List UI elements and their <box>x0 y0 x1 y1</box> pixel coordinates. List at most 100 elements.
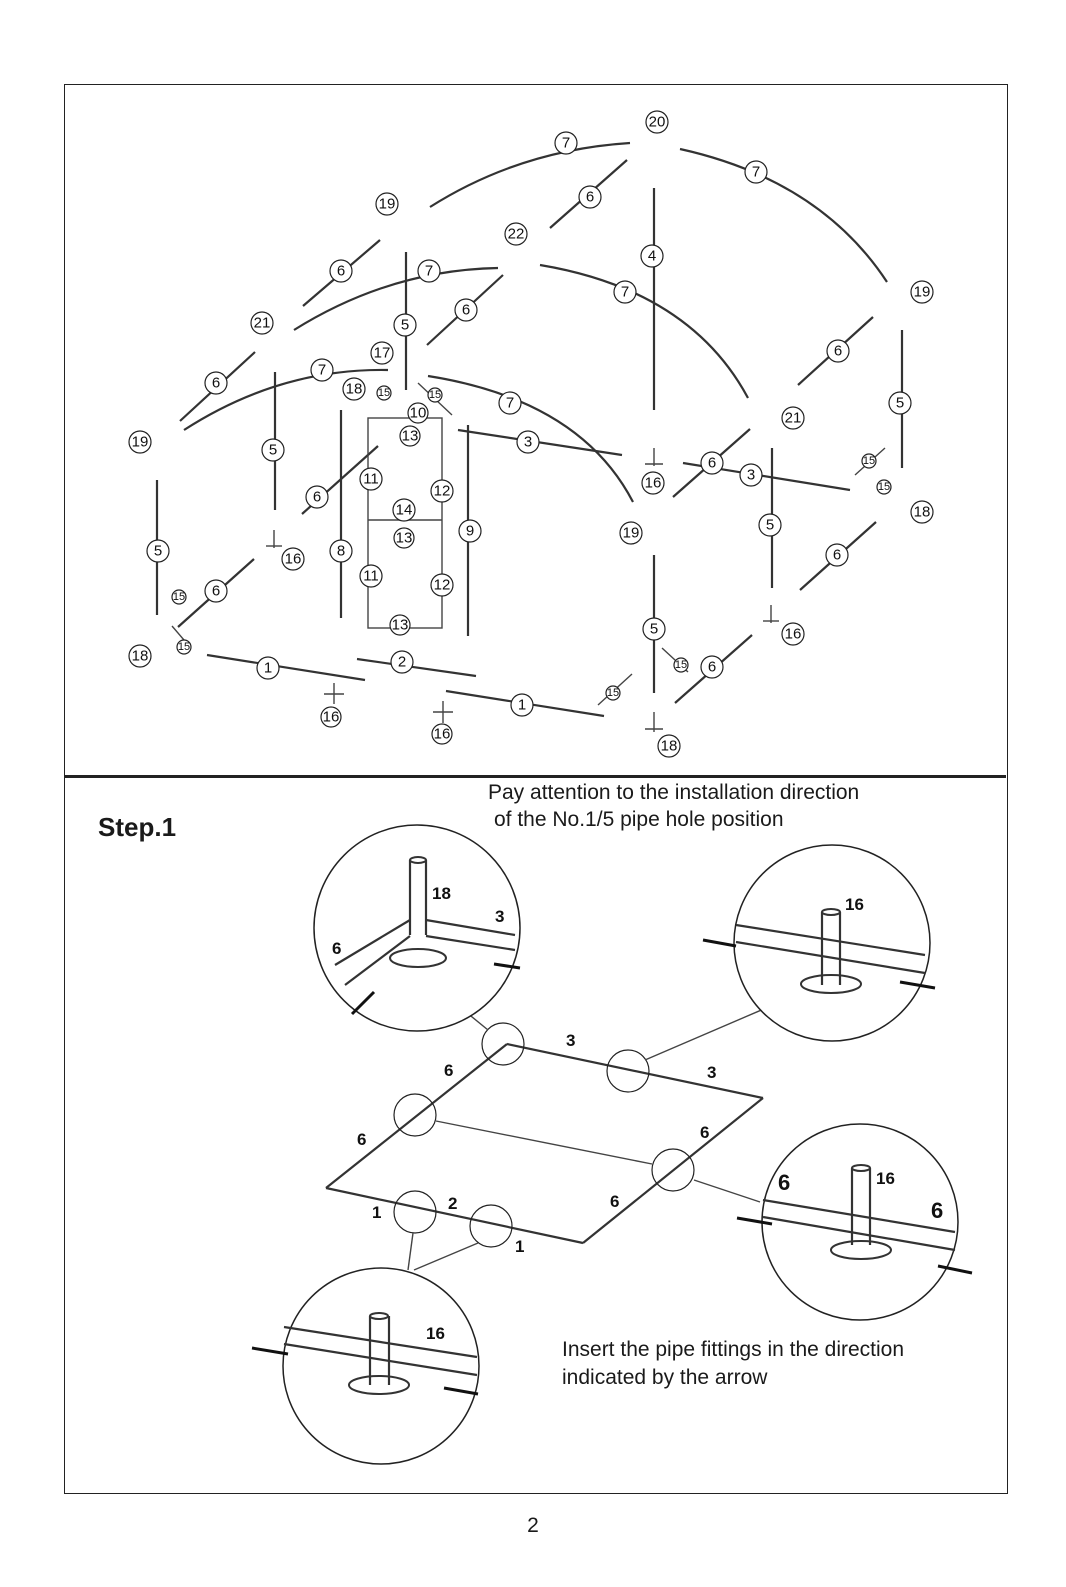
part-label: 15 <box>675 659 687 671</box>
part-label: 5 <box>650 621 658 638</box>
note-line: indicated by the arrow <box>562 1366 768 1389</box>
part-label: 6 <box>708 659 716 676</box>
part-label: 21 <box>785 410 802 427</box>
base-fitting-16-d <box>324 683 344 704</box>
part-label: 13 <box>402 428 419 445</box>
arch-pipe-7-mid-left <box>293 266 499 331</box>
part-label: 16 <box>785 626 802 643</box>
part-label: 11 <box>363 471 379 488</box>
part-label: 18 <box>132 648 149 665</box>
installation-direction-note: Pay attention to the installation direct… <box>488 779 859 833</box>
part-label: 6 <box>586 189 594 206</box>
part-label: 7 <box>425 263 433 280</box>
part-label: 16 <box>285 551 302 568</box>
part-label: 16 <box>323 709 340 726</box>
part-label: 6 <box>212 375 220 392</box>
part-label: 15 <box>429 389 441 401</box>
part-label: 16 <box>645 475 662 492</box>
frame-label: 1 <box>372 1203 381 1222</box>
part-label: 7 <box>506 395 514 412</box>
arch-pipe-7-mid-right <box>539 263 749 399</box>
part-label: 1 <box>264 660 272 677</box>
part-label: 16 <box>434 726 451 743</box>
part-label: 3 <box>524 434 532 451</box>
frame-label: 1 <box>515 1237 524 1256</box>
detail-label: 18 <box>432 884 451 903</box>
part-label: 11 <box>363 568 379 585</box>
part-label: 6 <box>834 343 842 360</box>
detail-tee-16-bottom: 16 <box>251 1267 480 1465</box>
arch-pipe-7-front-right <box>427 374 634 503</box>
part-label: 19 <box>914 284 931 301</box>
pipe-1-a <box>206 653 366 682</box>
base-pipe-6-right <box>582 1097 764 1244</box>
part-label: 18 <box>661 738 678 755</box>
arch-pipe-7-top-left <box>429 141 631 208</box>
part-label: 15 <box>607 687 619 699</box>
part-label: 20 <box>649 114 666 131</box>
part-label: 10 <box>410 405 427 422</box>
part-label: 7 <box>752 164 760 181</box>
detail-label: 16 <box>845 895 864 914</box>
part-label: 13 <box>392 617 409 634</box>
part-label: 5 <box>269 442 277 459</box>
frame-label: 6 <box>700 1123 709 1142</box>
frame-label: 6 <box>357 1130 366 1149</box>
frame-label: 2 <box>448 1194 457 1213</box>
base-fitting-16-e <box>433 701 453 723</box>
part-label: 3 <box>747 467 755 484</box>
frame-label: 6 <box>610 1192 619 1211</box>
door-frame <box>367 417 443 629</box>
arch-pipe-7-top-right <box>679 147 888 283</box>
section-divider <box>64 775 1006 778</box>
detail-label: 6 <box>778 1170 790 1195</box>
part-label: 12 <box>434 483 451 500</box>
step1-base-frame <box>325 1001 781 1271</box>
part-label: 5 <box>401 317 409 334</box>
frame-label: 3 <box>566 1031 575 1050</box>
pipe-2 <box>356 657 477 678</box>
part-label: 6 <box>313 489 321 506</box>
detail-label: 6 <box>931 1198 943 1223</box>
part-label: 12 <box>434 577 451 594</box>
part-label: 19 <box>379 196 396 213</box>
part-label: 22 <box>508 226 525 243</box>
detail-tee-16-top: 16 <box>702 844 936 1042</box>
diagram-frame <box>64 84 1008 1494</box>
pipe-3-a <box>457 428 623 457</box>
base-pipe-3-back <box>506 1042 764 1100</box>
part-label: 15 <box>178 641 190 653</box>
detail-corner-18: 18 3 6 <box>313 824 521 1032</box>
detail-label: 16 <box>876 1169 895 1188</box>
note-line: Pay attention to the installation direct… <box>488 781 860 804</box>
exploded-part-labels: 20 7 7 19 6 22 4 6 7 19 7 6 21 5 6 17 7 … <box>128 110 934 758</box>
detail-tee-16-right: 6 16 6 <box>736 1123 973 1321</box>
page-number: 2 <box>527 1514 539 1537</box>
part-label: 13 <box>396 530 413 547</box>
part-label: 6 <box>833 547 841 564</box>
step-title: Step.1 <box>98 812 177 842</box>
part-label: 4 <box>648 248 656 265</box>
arrow-direction-note: Insert the pipe fittings in the directio… <box>562 1336 904 1392</box>
part-label: 19 <box>623 525 640 542</box>
base-fitting-18-a <box>645 712 663 732</box>
part-label: 18 <box>346 381 363 398</box>
frame-label: 3 <box>707 1063 716 1082</box>
frame-label: 6 <box>444 1061 453 1080</box>
part-label: 6 <box>337 263 345 280</box>
part-label: 14 <box>396 502 413 519</box>
part-label: 21 <box>254 315 271 332</box>
part-label: 1 <box>518 697 526 714</box>
part-label: 5 <box>896 395 904 412</box>
part-label: 5 <box>154 543 162 560</box>
detail-label: 3 <box>495 907 504 926</box>
part-label: 9 <box>466 523 474 540</box>
base-fitting-16-a <box>266 530 282 548</box>
part-label: 15 <box>173 591 185 603</box>
part-label: 2 <box>398 654 406 671</box>
part-label: 6 <box>462 302 470 319</box>
part-label: 7 <box>621 284 629 301</box>
base-fitting-16-b <box>645 448 663 466</box>
step1-frame-labels: 3 3 6 6 6 6 1 2 1 <box>357 1031 716 1256</box>
